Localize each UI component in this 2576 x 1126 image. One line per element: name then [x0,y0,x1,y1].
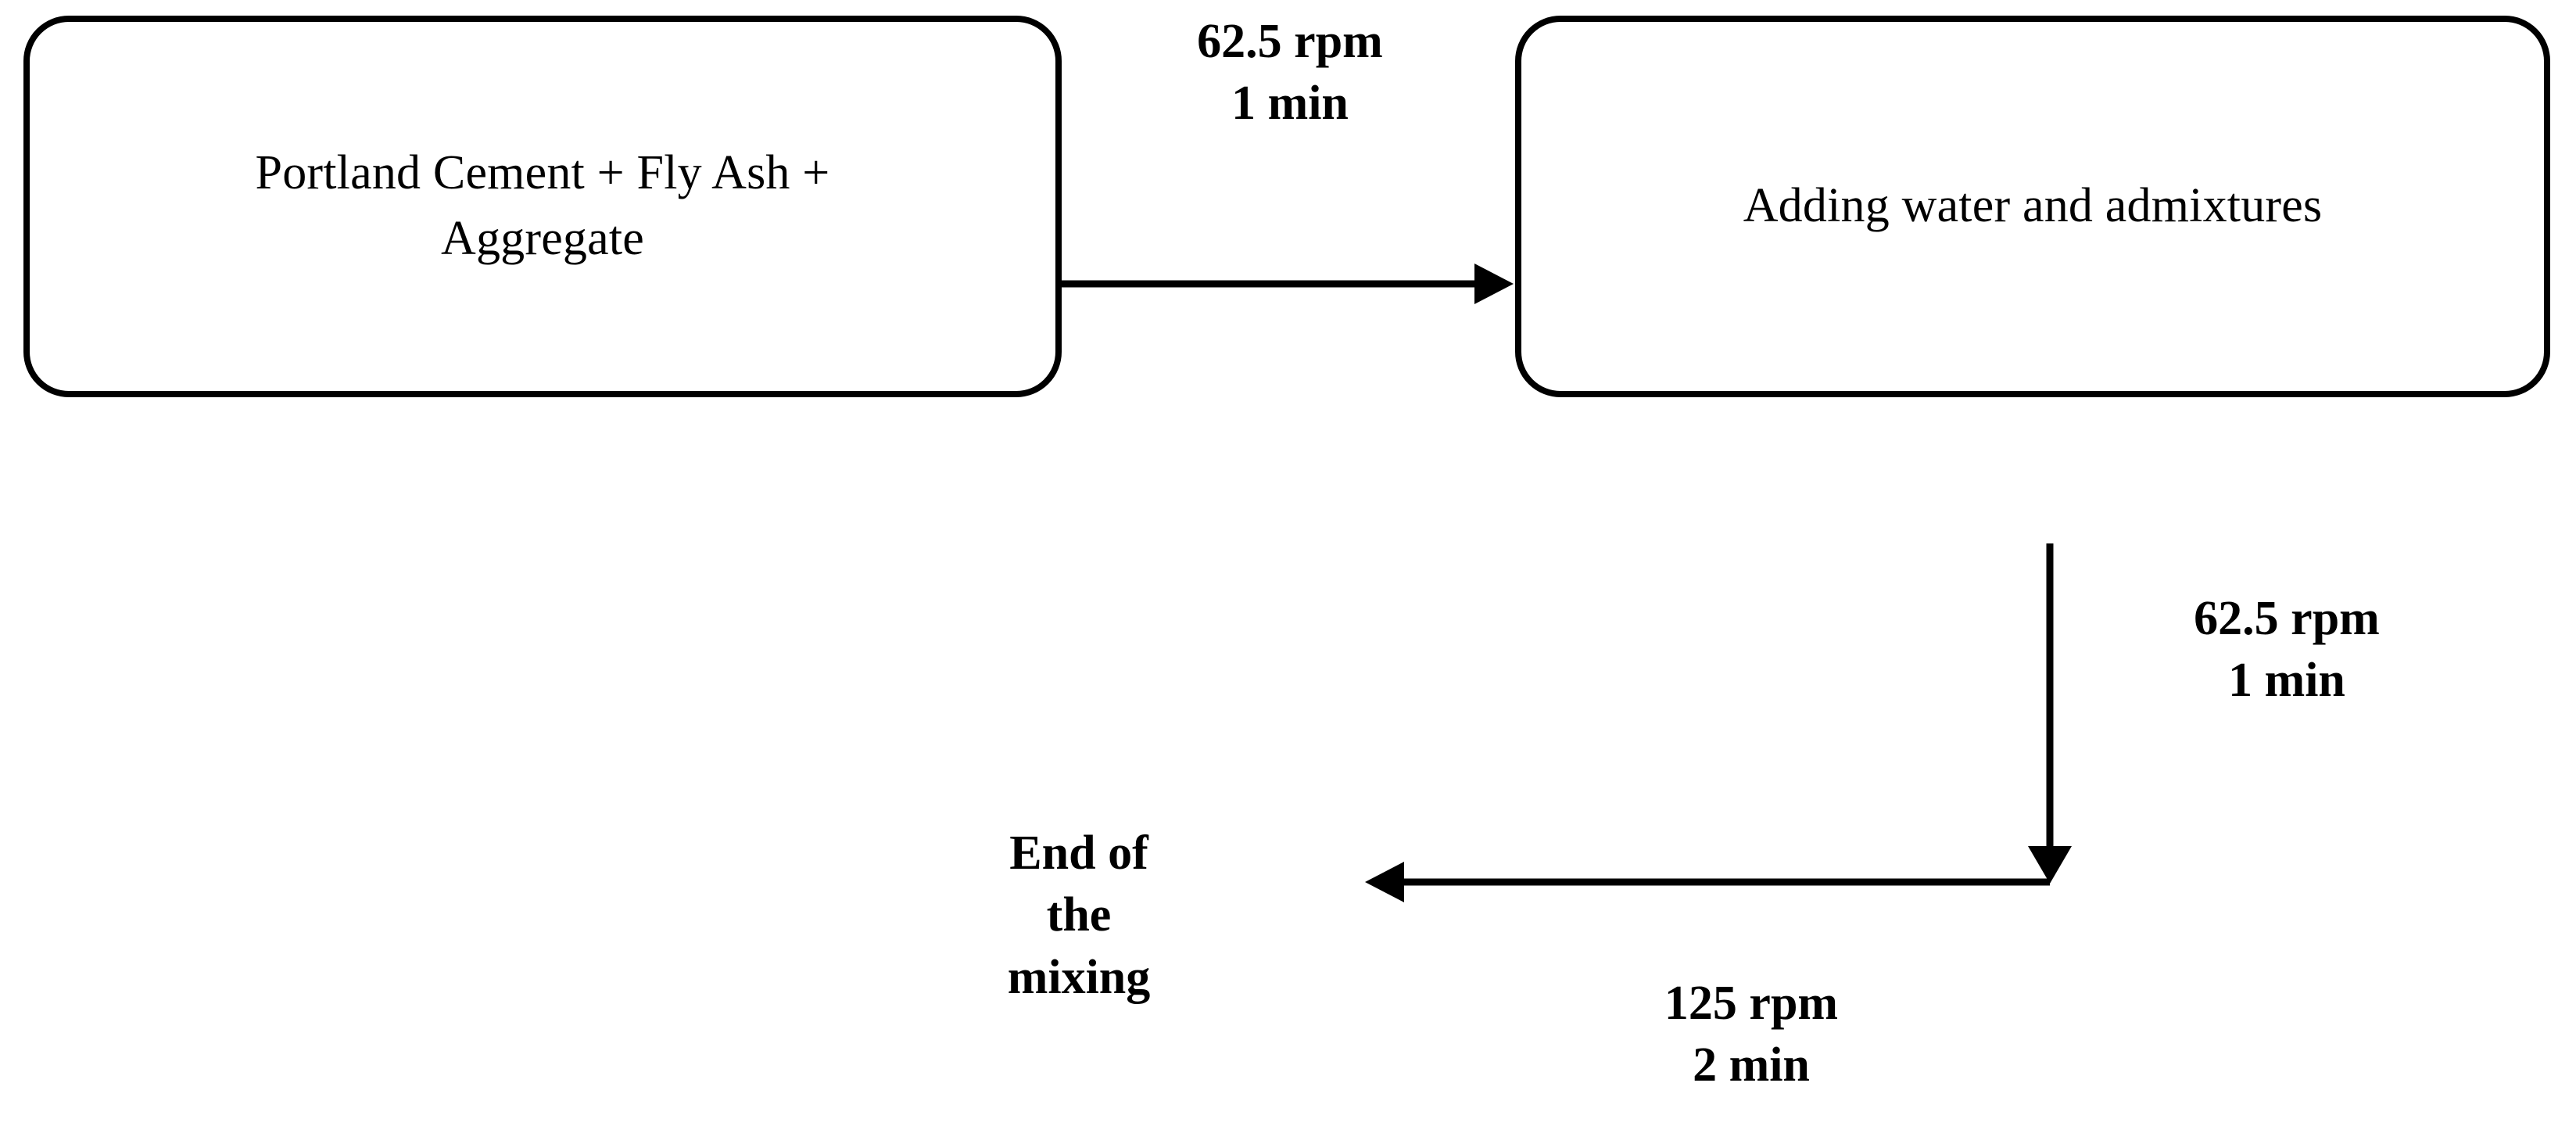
process-node-materials-label: Portland Cement + Fly Ash + Aggregate [255,146,830,265]
process-node-materials[interactable]: Portland Cement + Fly Ash + Aggregate [23,16,1062,397]
edge-label-step1-duration: 1 min [1231,77,1349,131]
process-node-water-label: Adding water and admixtures [1743,179,2323,233]
terminal-line-2: the [1046,888,1112,942]
edge-label-step2: 62.5 rpm 1 min [2103,588,2470,712]
edge-label-step3-speed: 125 rpm [1664,977,1839,1030]
edge-label-step3-duration: 2 min [1693,1038,1810,1092]
edge-label-step1-speed: 62.5 rpm [1197,15,1383,68]
terminal-line-1: End of [1009,827,1148,880]
arrow-water-to-turn [2028,543,2072,884]
edge-label-step2-duration: 1 min [2228,654,2345,708]
terminal-line-3: mixing [1007,950,1151,1004]
process-node-water[interactable]: Adding water and admixtures [1515,16,2550,397]
arrowhead-right-icon [1474,264,1514,304]
arrow-materials-to-water [1062,264,1514,304]
edge-label-step3: 125 rpm 2 min [1556,973,1947,1097]
terminal-node-end-of-mixing: End of the mixing [899,823,1259,1009]
arrowhead-down-icon [2028,846,2072,884]
edge-label-step2-speed: 62.5 rpm [2194,592,2380,645]
arrowhead-left-icon [1365,862,1404,902]
edge-label-step1: 62.5 rpm 1 min [1095,11,1485,135]
arrow-turn-to-end [1365,862,2050,902]
